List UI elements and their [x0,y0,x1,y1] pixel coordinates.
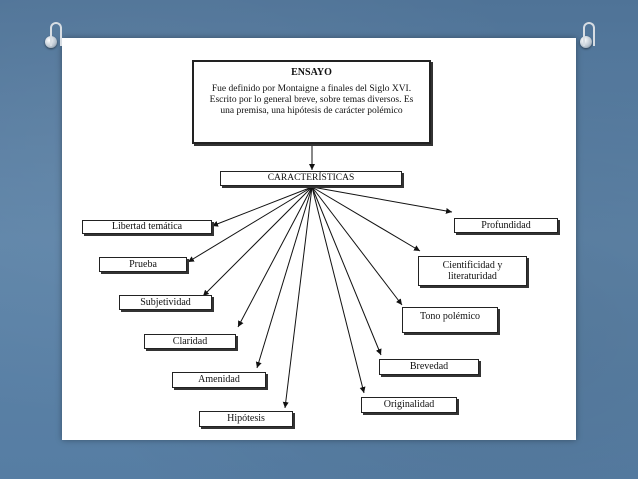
node-label: Tono polémico [419,311,481,322]
node-subjetividad: Subjetividad [119,295,212,310]
node-label: Prueba [129,258,157,270]
hub-node: CARACTERÍSTICAS [220,171,402,186]
node-label: Profundidad [481,219,531,231]
node-hipotesis: Hipótesis [199,411,293,427]
node-label: Hipótesis [227,413,265,425]
root-title: ENSAYO [291,67,332,78]
node-label: Amenidad [198,374,240,386]
spoke-brevedad [311,186,382,356]
node-claridad: Claridad [144,334,236,349]
spoke-cientificidad [311,186,421,252]
node-amenidad: Amenidad [172,372,266,388]
spoke-claridad [237,186,313,328]
node-label: Libertad temática [111,221,183,233]
spoke-amenidad [255,186,313,369]
node-label: Originalidad [383,399,435,411]
node-label: Claridad [172,335,208,347]
spoke-originalidad [311,186,366,394]
hub-label: CARACTERÍSTICAS [267,173,355,184]
right-hook-icon [583,22,595,46]
node-prueba: Prueba [99,257,187,272]
spoke-subjetividad [202,186,313,297]
spoke-tono-polemico [311,186,403,306]
spoke-prueba [187,186,313,263]
node-profundidad: Profundidad [454,218,558,233]
node-label: Cientificidad y literaturidad [442,259,503,283]
node-libertad-tematica: Libertad temática [82,220,212,234]
node-originalidad: Originalidad [361,397,457,413]
node-label: Brevedad [409,361,449,373]
node-cientificidad: Cientificidad y literaturidad [418,256,527,286]
node-label: Subjetividad [140,296,191,308]
node-tono-polemico: Tono polémico [402,307,498,333]
root-description: Fue definido por Montaigne a finales del… [209,84,414,116]
spoke-libertad-tematica [211,186,313,227]
root-node: ENSAYO Fue definido por Montaigne a fina… [192,60,431,144]
left-hook-icon [50,22,62,46]
spoke-hipotesis [282,186,313,409]
spoke-profundidad [311,186,453,214]
node-brevedad: Brevedad [379,359,479,375]
